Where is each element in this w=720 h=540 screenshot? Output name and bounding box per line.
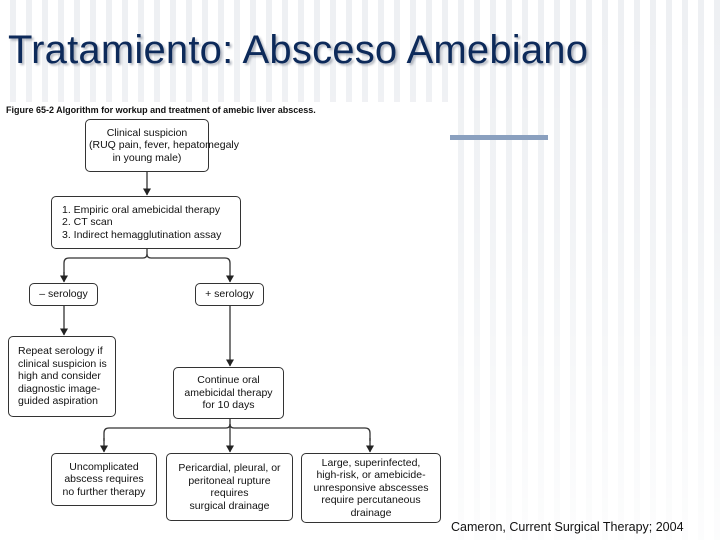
branch-workup-split xyxy=(63,249,148,281)
branch-continue-right xyxy=(229,423,371,441)
node-rupture: Pericardial, pleural, or peritoneal rupt… xyxy=(166,453,293,521)
source-citation: Cameron, Current Surgical Therapy; 2004 xyxy=(451,520,684,534)
algorithm-figure: Figure 65-2 Algorithm for workup and tre… xyxy=(0,102,450,540)
node-repeat-serology: Repeat serology if clinical suspicion is… xyxy=(8,336,116,417)
node-clinical-suspicion: Clinical suspicion (RUQ pain, fever, hep… xyxy=(85,119,239,172)
node-neg-serology: – serology xyxy=(29,283,98,306)
branch-continue-split xyxy=(103,419,231,441)
node-pos-serology: + serology xyxy=(195,283,264,306)
accent-bar xyxy=(448,135,548,140)
node-uncomplicated: Uncomplicated abscess requires no furthe… xyxy=(51,453,157,506)
flow-connectors xyxy=(60,172,374,453)
node-workup: 1. Empiric oral amebicidal therapy 2. CT… xyxy=(51,196,241,249)
node-large-abscess: Large, superinfected, high-risk, or ameb… xyxy=(301,453,441,523)
node-continue-therapy: Continue oral amebicidal therapy for 10 … xyxy=(173,367,284,419)
slide-title: Tratamiento: Absceso Amebiano xyxy=(8,28,589,72)
figure-caption: Figure 65-2 Algorithm for workup and tre… xyxy=(6,105,316,115)
branch-workup-right xyxy=(146,253,231,272)
